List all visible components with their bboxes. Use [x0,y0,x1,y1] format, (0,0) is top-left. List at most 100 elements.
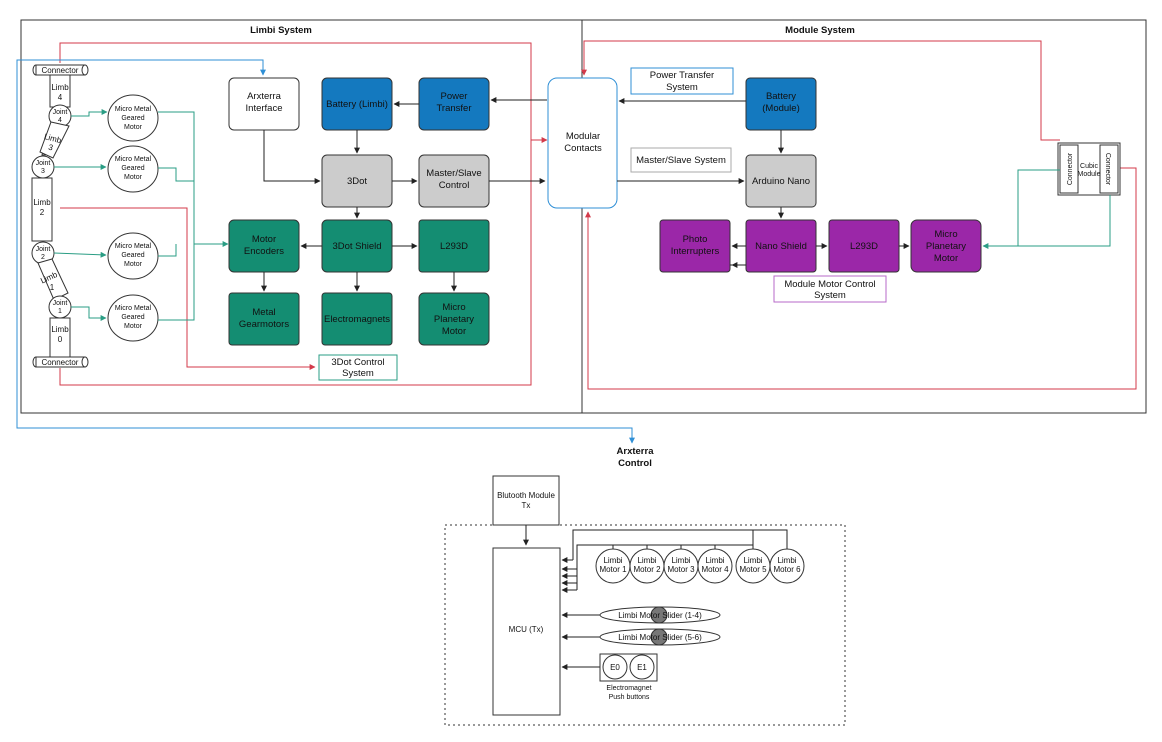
svg-text:0: 0 [58,335,63,344]
svg-text:Geared: Geared [121,115,144,122]
svg-text:Limb: Limb [51,83,69,92]
svg-text:Limbi: Limbi [671,556,690,565]
svg-text:MCU (Tx): MCU (Tx) [509,625,544,634]
slider-1: Limbi Motor Slider (1-4) [561,606,721,624]
svg-text:2: 2 [41,254,45,261]
svg-text:Motor: Motor [442,326,466,337]
micro-planetary-limbi-block [418,292,490,346]
blue-links [16,59,635,444]
module-system-title: Module System [785,25,855,36]
slider-2-knob [650,628,668,646]
svg-text:3Dot Control: 3Dot Control [331,357,384,368]
svg-text:Control: Control [439,180,470,191]
svg-text:Photo: Photo [683,234,708,245]
svg-text:Micro Metal: Micro Metal [115,106,152,113]
svg-text:Push buttons: Push buttons [609,694,650,701]
svg-text:Planetary: Planetary [926,241,966,252]
master-slave-system-label [630,147,732,173]
arxterra-title: Arxterra [617,446,655,457]
svg-text:System: System [814,290,846,301]
svg-text:Gearmotors: Gearmotors [239,319,289,330]
svg-text:Limbi: Limbi [705,556,724,565]
svg-text:Micro: Micro [934,229,957,240]
micro-motor-2: Micro Metal Geared Motor [107,145,159,193]
svg-text:3: 3 [47,143,54,153]
svg-text:Motor 5: Motor 5 [739,565,767,574]
svg-text:Tx: Tx [522,501,531,510]
svg-text:Module: Module [1078,171,1101,178]
motor-bus [561,529,788,593]
svg-text:Motor 1: Motor 1 [599,565,627,574]
svg-text:Limbi Motor Slider (5-6): Limbi Motor Slider (5-6) [618,633,702,642]
svg-text:L293D: L293D [850,241,878,252]
svg-text:Interrupters: Interrupters [671,246,720,257]
svg-text:Electromagnets: Electromagnets [324,314,390,325]
svg-text:Connector: Connector [42,66,79,75]
svg-text:Modular: Modular [566,131,600,142]
module-motor-control-label [773,275,887,303]
module-arrows [617,98,910,268]
svg-text:Encoders: Encoders [244,246,284,257]
svg-text:Battery: Battery [766,91,796,102]
svg-text:L293D: L293D [440,241,468,252]
svg-text:Connector: Connector [42,358,79,367]
slider-2: Limbi Motor Slider (5-6) [561,628,721,646]
svg-text:3: 3 [41,168,45,175]
teal-links-limbi [53,109,229,321]
bluetooth-module-block [492,475,560,526]
limbi-arrows [261,97,547,292]
electromagnet-buttons: E0 E1 Electromagnet Push buttons [561,653,658,701]
svg-text:Micro Metal: Micro Metal [115,243,152,250]
3dot-control-system-label [318,354,398,381]
limbi-motor-4: Limbi Motor 4 [697,548,733,584]
svg-text:Limb: Limb [33,198,51,207]
svg-text:3Dot Shield: 3Dot Shield [332,241,381,252]
micro-motor-4: Micro Metal Geared Motor [107,294,159,342]
svg-text:1: 1 [58,308,62,315]
svg-text:Limbi: Limbi [777,556,796,565]
svg-text:2: 2 [40,208,45,217]
svg-text:Joint: Joint [53,300,68,307]
modular-contacts-block [547,77,618,209]
module-system-frame [581,19,1147,414]
svg-text:Limbi: Limbi [603,556,622,565]
svg-text:System: System [342,368,374,379]
svg-text:Motor 2: Motor 2 [633,565,661,574]
svg-text:Nano Shield: Nano Shield [755,241,807,252]
limbi-motor-2: Limbi Motor 2 [629,548,665,584]
svg-text:Battery (Limbi): Battery (Limbi) [326,99,388,110]
svg-text:1: 1 [50,283,55,292]
limbi-motor-3: Limbi Motor 3 [663,548,699,584]
svg-text:Metal: Metal [252,307,275,318]
photo-interrupters-block [659,219,731,273]
svg-text:Motor: Motor [934,253,958,264]
svg-text:Cubic: Cubic [1080,163,1098,170]
svg-text:Limb: Limb [51,325,69,334]
micro-motor-3: Micro Metal Geared Motor [107,232,159,280]
metal-gearmotors-block [228,292,300,346]
svg-text:Contacts: Contacts [564,143,602,154]
arxterra-dotted-frame [444,524,846,726]
svg-text:Geared: Geared [121,314,144,321]
limbi-motor-5: Limbi Motor 5 [735,548,771,584]
svg-text:Limbi: Limbi [637,556,656,565]
svg-text:Motor: Motor [252,234,276,245]
svg-text:Joint: Joint [36,246,51,253]
svg-text:Transfer: Transfer [436,103,471,114]
svg-text:Joint: Joint [53,109,68,116]
svg-text:System: System [666,82,698,93]
arxterra-title-2: Control [618,458,652,469]
svg-text:Micro Metal: Micro Metal [115,305,152,312]
svg-text:Micro Metal: Micro Metal [115,156,152,163]
svg-text:3Dot: 3Dot [347,176,367,187]
svg-text:Motor: Motor [124,174,143,181]
svg-text:4: 4 [58,117,62,124]
limbi-system-title: Limbi System [250,25,312,36]
limb-chain: Connector Connector Limb 4 Joint 4 Limb … [31,64,89,368]
svg-text:Connector: Connector [1067,152,1074,185]
svg-text:Electromagnet: Electromagnet [606,685,651,692]
svg-text:Arxterra: Arxterra [247,91,282,102]
svg-text:Motor: Motor [124,261,143,268]
limbi-blocks: Arxterra Interface Battery (Limbi) Power… [228,77,490,381]
